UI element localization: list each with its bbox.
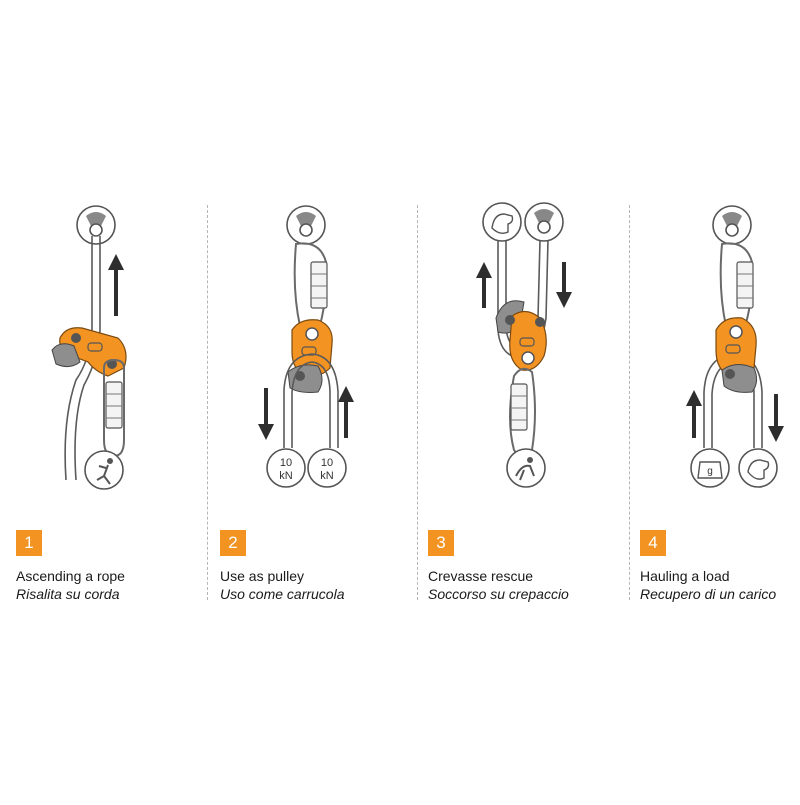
anchor-icon xyxy=(76,205,116,245)
panel-4-illustration: g xyxy=(686,205,784,488)
load-unit: kN xyxy=(320,470,334,482)
rope xyxy=(283,353,339,448)
caption-italian: Soccorso su crepaccio xyxy=(428,586,569,602)
victim-icon xyxy=(506,448,546,488)
panel-divider xyxy=(207,205,208,600)
panel-divider xyxy=(417,205,418,600)
hand-icon xyxy=(738,448,778,488)
caption-italian: Uso come carrucola xyxy=(220,586,345,602)
load-unit: kN xyxy=(279,470,293,482)
anchor-icon xyxy=(524,202,564,242)
caption-english: Hauling a load xyxy=(640,568,730,584)
panel-2-caption: 2 Use as pulley Uso come carrucola xyxy=(220,530,410,603)
rope-clamp-device xyxy=(51,327,127,377)
load-value: 10 xyxy=(321,457,333,469)
carabiner xyxy=(719,242,754,335)
caption-italian: Risalita su corda xyxy=(16,586,120,602)
anchor-icon xyxy=(712,205,752,245)
weight-icon: g xyxy=(690,448,730,488)
panel-divider xyxy=(629,205,630,600)
carabiner xyxy=(103,358,125,458)
panel-2-illustration: 10 kN 10 kN xyxy=(258,205,354,488)
panel-3-caption: 3 Crevasse rescue Soccorso su crepaccio xyxy=(428,530,618,603)
carabiner xyxy=(509,367,536,457)
panel-1-illustration xyxy=(51,205,127,490)
load-value: 10 xyxy=(280,457,292,469)
caption-italian: Recupero di un carico xyxy=(640,586,777,602)
step-number-badge: 4 xyxy=(640,530,666,556)
load-10kn-left: 10 kN xyxy=(266,448,306,488)
panel-4-caption: 4 Hauling a load Recupero di un carico xyxy=(640,530,800,603)
anchor-icon xyxy=(286,205,326,245)
panel-1-caption: 1 Ascending a rope Risalita su corda xyxy=(16,530,206,603)
caption-english: Ascending a rope xyxy=(16,568,125,584)
rope-clamp-device xyxy=(715,317,758,393)
climber-icon xyxy=(84,450,124,490)
load-10kn-right: 10 kN xyxy=(307,448,347,488)
weight-label: g xyxy=(707,466,713,477)
hand-icon xyxy=(482,202,522,242)
caption-english: Crevasse rescue xyxy=(428,568,534,584)
panel-3-illustration xyxy=(476,202,572,488)
step-number-badge: 2 xyxy=(220,530,246,556)
caption-english: Use as pulley xyxy=(220,568,305,584)
step-number-badge: 1 xyxy=(16,530,42,556)
rope-clamp-device xyxy=(495,300,547,371)
pulley-device xyxy=(287,319,333,393)
step-number-badge: 3 xyxy=(428,530,454,556)
